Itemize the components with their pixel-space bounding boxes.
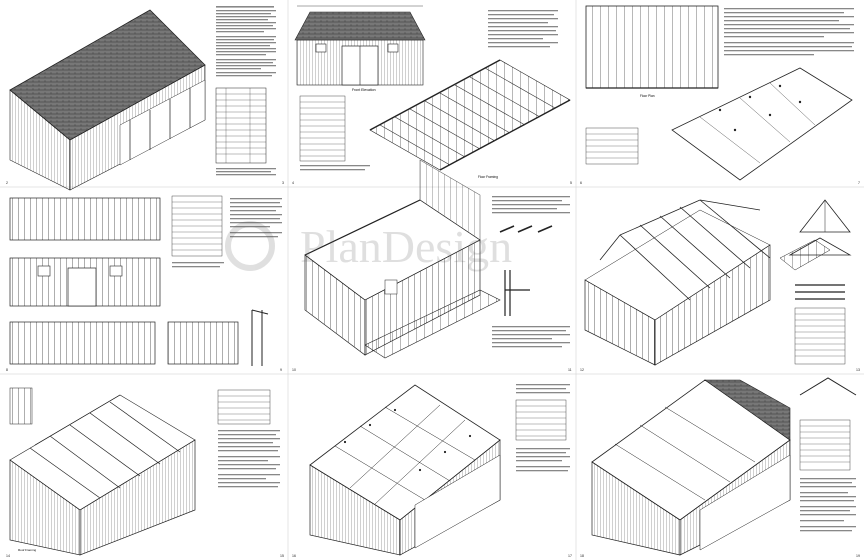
page-number: 3 bbox=[282, 181, 284, 185]
page-number: 15 bbox=[280, 554, 284, 558]
panel-materials-list-1 bbox=[215, 6, 276, 176]
panel-finished-shed bbox=[591, 377, 857, 556]
panel-materials-list-4 bbox=[171, 195, 282, 268]
panel-walls-iso bbox=[304, 159, 501, 359]
panel-exterior-view bbox=[9, 9, 206, 191]
page-number: 8 bbox=[6, 368, 8, 372]
page-number: 5 bbox=[570, 181, 572, 185]
panel-roof-sheathing bbox=[309, 384, 501, 556]
page-number: 13 bbox=[856, 368, 860, 372]
panel-materials-list-7 bbox=[217, 389, 280, 488]
panel-wall-details bbox=[492, 196, 570, 348]
panel-materials-list-9 bbox=[799, 419, 856, 532]
panel-roof-framing: Roof Framing bbox=[9, 387, 196, 556]
page-number: 7 bbox=[858, 181, 860, 185]
panel-materials-list-8 bbox=[515, 384, 570, 472]
panel-front-elevation: Front Elevation bbox=[294, 5, 426, 92]
page-number: 11 bbox=[568, 368, 572, 372]
page-number: 19 bbox=[856, 554, 860, 558]
page-number-group: 2 3 4 5 6 7 8 9 10 11 12 13 14 15 16 17 … bbox=[6, 181, 860, 558]
floor-plan-label: Floor Plan bbox=[640, 94, 655, 98]
page-number: 14 bbox=[6, 554, 10, 558]
page-number: 4 bbox=[292, 181, 294, 185]
page-number: 18 bbox=[580, 554, 584, 558]
page-number: 12 bbox=[580, 368, 584, 372]
panel-materials-list-2 bbox=[299, 10, 558, 171]
front-elevation-label: Front Elevation bbox=[352, 88, 376, 92]
page-number: 2 bbox=[6, 181, 8, 185]
panel-rafters-iso bbox=[584, 199, 831, 366]
page-number: 6 bbox=[580, 181, 582, 185]
floor-framing-label: Floor Framing bbox=[478, 175, 498, 179]
panel-floor-plan: Floor Plan bbox=[585, 5, 853, 181]
panel-wall-framing bbox=[9, 197, 269, 366]
panel-truss-detail bbox=[788, 199, 852, 365]
watermark: PlanDesign bbox=[225, 221, 512, 272]
page-number: 10 bbox=[292, 368, 296, 372]
page-number: 9 bbox=[280, 368, 282, 372]
panel-instructions-3 bbox=[585, 8, 854, 165]
page-number: 17 bbox=[568, 554, 572, 558]
watermark-text: PlanDesign bbox=[300, 221, 512, 272]
panel-floor-framing-iso: Floor Framing bbox=[369, 59, 571, 179]
page-number: 16 bbox=[292, 554, 296, 558]
roof-framing-label: Roof Framing bbox=[18, 548, 37, 552]
